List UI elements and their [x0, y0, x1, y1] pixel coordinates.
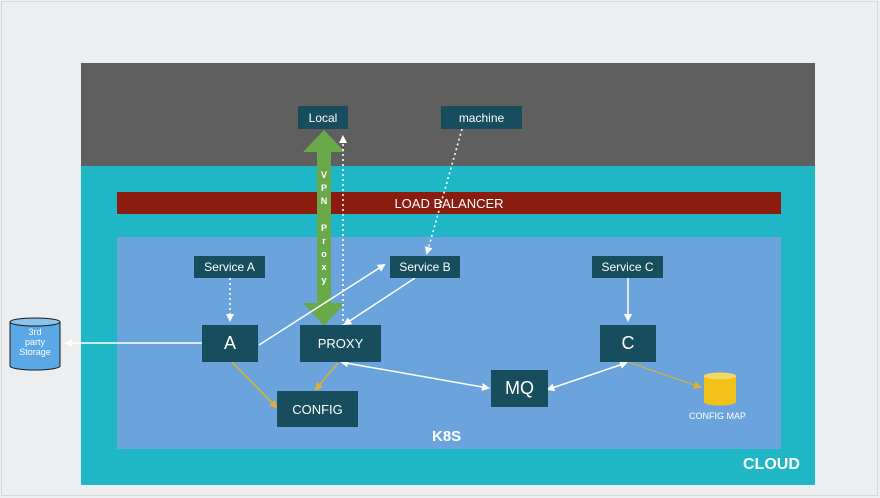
node-c: C: [600, 325, 656, 362]
proxy-to-config-arrow: [314, 362, 339, 391]
vpn-proxy-letter: V: [320, 170, 327, 180]
storage-label-line: 3rd: [28, 327, 42, 337]
vpn-proxy-letter: N: [320, 196, 328, 206]
vpn-proxy-letter: x: [321, 262, 327, 272]
config-map-icon: [704, 372, 736, 406]
mq-c-arrow: [546, 361, 628, 392]
proxy-node: PROXY: [300, 325, 381, 362]
config-node: CONFIG: [277, 391, 358, 427]
load-balancer: LOAD BALANCER: [117, 192, 781, 214]
c-to-config-map-arrow: [627, 361, 702, 389]
storage-label: 3rd party Storage: [12, 327, 58, 357]
storage-label-line: party: [24, 337, 45, 347]
vpn-proxy-letter: r: [322, 236, 326, 246]
proxy-mq-arrow: [340, 359, 490, 391]
vpn-proxy-letter: o: [321, 249, 327, 259]
service-a-node: Service A: [194, 256, 265, 278]
vpn-proxy-letter: y: [321, 275, 327, 285]
k8s-label: K8S: [432, 428, 462, 445]
node-a: A: [202, 325, 258, 362]
service-c-node: Service C: [592, 256, 663, 278]
vpn-proxy-arrow: [303, 130, 345, 326]
service-b-to-proxy-arrow: [343, 277, 416, 326]
a-to-service-b-arrow: [258, 263, 386, 346]
machine-node: machine: [441, 106, 522, 129]
vpn-proxy-letter: P: [320, 223, 327, 233]
storage-icon: [9, 317, 61, 371]
storage-label-line: Storage: [19, 347, 51, 357]
local-node: Local: [298, 106, 348, 129]
a-to-config-arrow: [231, 361, 278, 409]
config-map-label: CONFIG MAP: [689, 411, 747, 421]
mq-node: MQ: [491, 370, 548, 407]
vpn-proxy-letter: P: [320, 183, 327, 193]
machine-to-service-b-dotted: [424, 128, 463, 255]
cloud-label: CLOUD: [743, 456, 800, 473]
service-b-node: Service B: [390, 256, 460, 278]
